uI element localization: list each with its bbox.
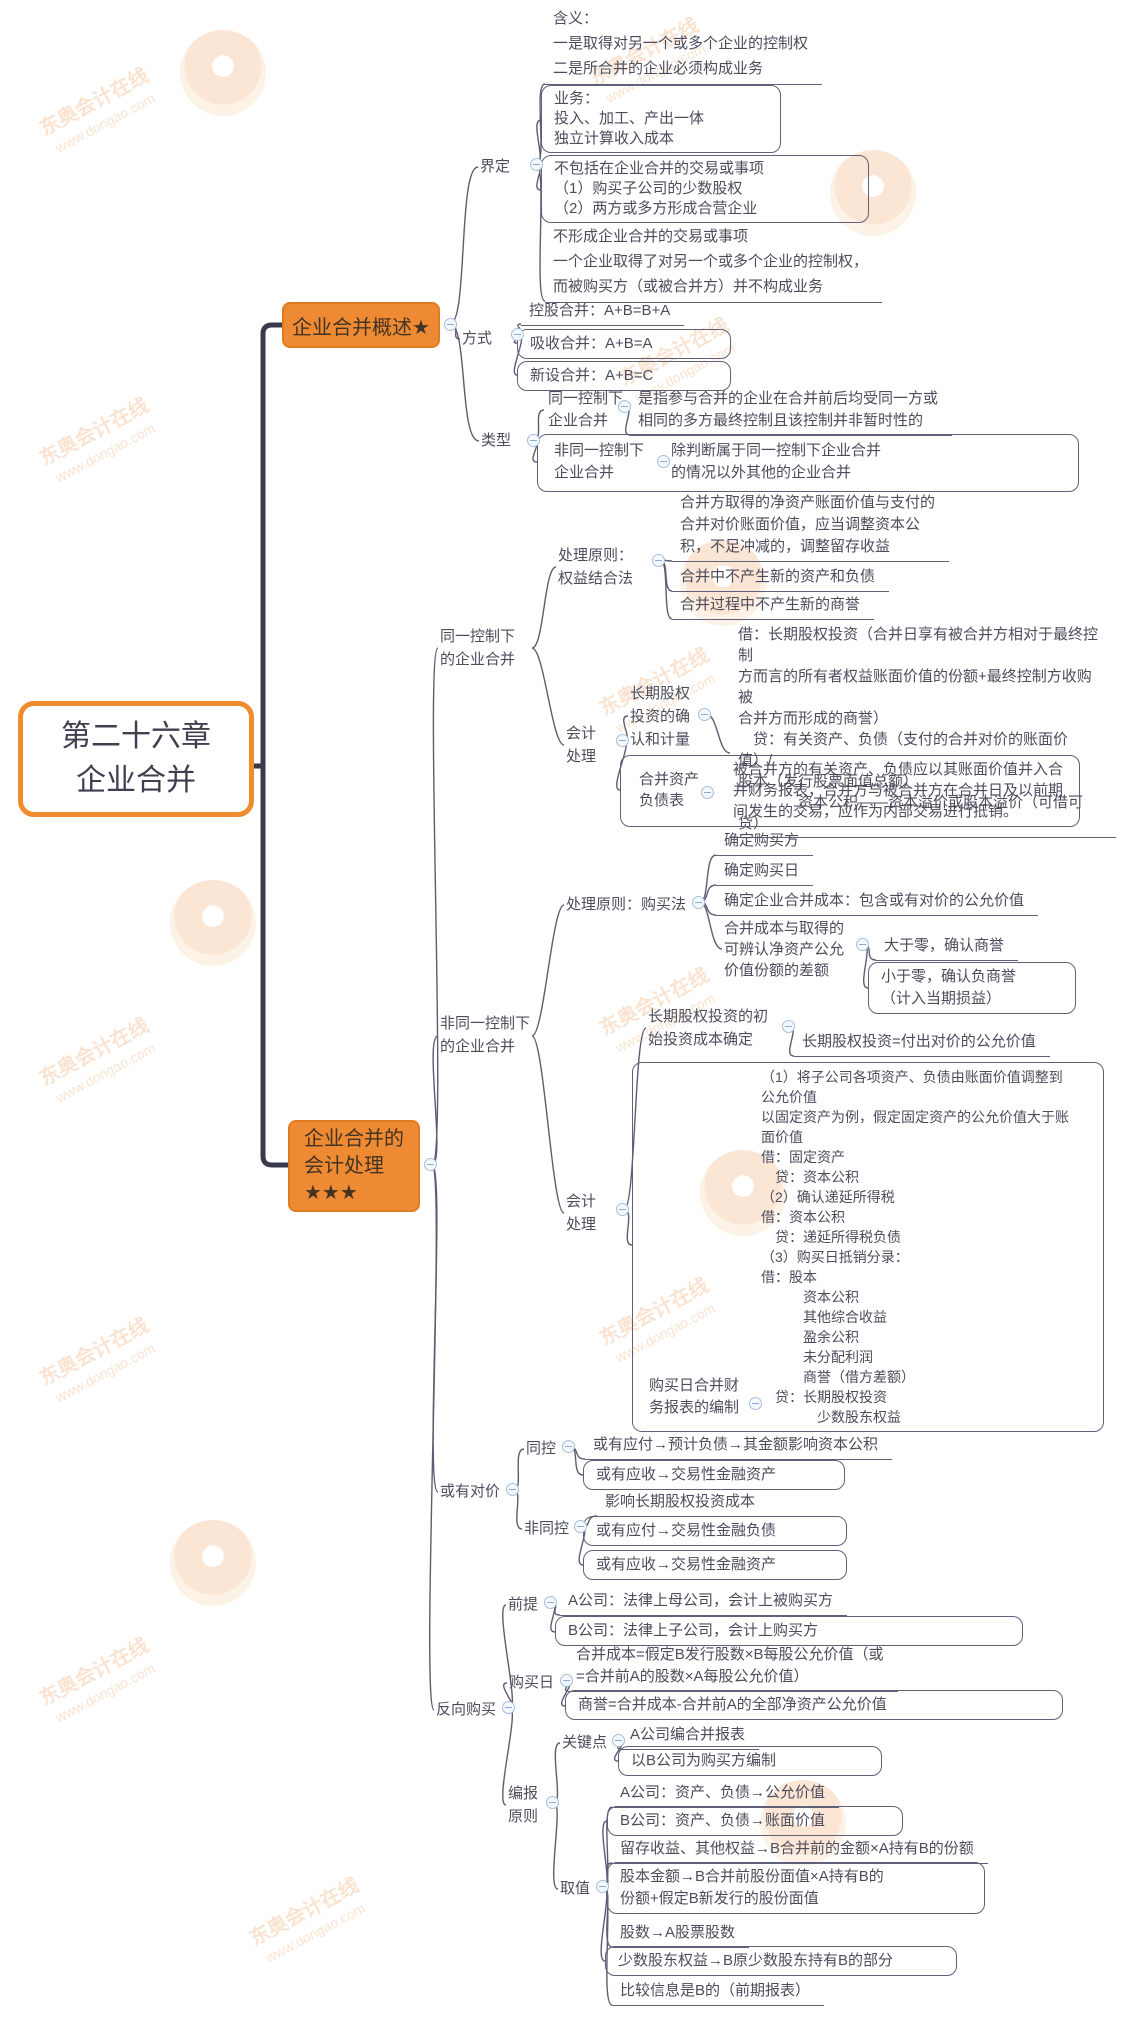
branch-overview-node[interactable]: 企业合并概述★ (282, 302, 440, 348)
topic-diff-accounting[interactable]: 会计 处理 (566, 1193, 597, 1233)
topic-meaning[interactable]: 含义： 一是取得对另一个或多个企业的控制权 二是所合并的企业必须构成业务 (545, 6, 823, 85)
topic-same-control-type-desc[interactable]: 是指参与合并的企业在合并前后均受同一方或 相同的多方最终控制且该控制并非暂时性的 (630, 388, 953, 436)
topic-same-control-combination[interactable]: 同一控制下 的企业合并 (440, 628, 516, 668)
topic-identify-acquirer[interactable]: 确定购买方 (716, 830, 814, 856)
collapse-icon[interactable] (544, 1596, 557, 1609)
collapse-icon[interactable] (782, 1020, 795, 1033)
topic-acquisition-date-statements[interactable]: 购买日合并财 务报表的编制 (649, 1377, 740, 1416)
topic-excluded-transactions[interactable]: 不包括在企业合并的交易或事项 （1）购买子公司的少数股权 （2）两方或多方形成合… (541, 155, 869, 223)
collapse-icon[interactable] (749, 1397, 762, 1410)
topic-determine-combination-cost[interactable]: 确定企业合并成本：包含或有对价的公允价值 (716, 890, 1039, 916)
collapse-icon[interactable] (527, 434, 540, 447)
collapse-icon[interactable] (530, 158, 543, 171)
topic-contingent-same-control[interactable]: 同控 (526, 1440, 557, 1457)
collapse-icon[interactable] (618, 400, 631, 413)
topic-valuation-a[interactable]: A公司：资产、负债→公允价值 (612, 1782, 840, 1808)
topic-reverse-acquisition-date[interactable]: 购买日 (509, 1674, 555, 1691)
topic-reporting-key-points[interactable]: 关键点 (562, 1734, 608, 1751)
topic-valuation-share-capital[interactable]: 股本金额→B合并前股份面值×A持有B的 份额+假定B新发行的股份面值 (607, 1862, 985, 1914)
topic-valuation-minority-interest[interactable]: 少数股东权益→B原少数股东持有B的部分 (605, 1946, 957, 1976)
topic-valuation-retained-earnings[interactable]: 留存收益、其他权益→B合并前的金额×A持有B的份额 (612, 1838, 988, 1864)
topic-same-control-type[interactable]: 同一控制下 企业合并 (548, 390, 624, 429)
topic-same-accounting[interactable]: 会计 处理 (566, 725, 597, 765)
collapse-icon[interactable] (612, 1734, 625, 1747)
topic-contingent-consideration[interactable]: 或有对价 (440, 1483, 501, 1500)
topic-goodwill-negative[interactable]: 小于零，确认负商誉 （计入当期损益） (868, 962, 1076, 1014)
topic-reverse-premise-b[interactable]: B公司：法律上子公司，会计上购买方 (555, 1616, 1023, 1646)
topic-definition[interactable]: 界定 (480, 158, 511, 175)
topic-non-same-control-type-group[interactable]: 非同一控制下 企业合并 除判断属于同一控制下企业合并 的情况以外其他的企业合并 (537, 434, 1079, 492)
topic-contingent-receivable-same[interactable]: 或有应收→交易性金融资产 (583, 1460, 845, 1490)
topic-key-point-1[interactable]: A公司编合并报表 (622, 1724, 760, 1750)
topic-cost-vs-net-assets-difference[interactable]: 合并成本与取得的 可辨认净资产公允 价值份额的差额 (724, 920, 845, 979)
topic-reverse-premise-a[interactable]: A公司：法律上母公司，会计上被购买方 (560, 1590, 848, 1616)
topic-reverse-combination-cost[interactable]: 合并成本=假定B发行股数×B每股公允价值（或 =合并前A的股数×A每股公允价值） (568, 1644, 898, 1692)
topic-contingent-receivable-diff[interactable]: 或有应收→交易性金融资产 (583, 1550, 847, 1580)
topic-acquisition-date-statements-group[interactable]: （1）将子公司各项资产、负债由账面价值调整到 公允价值 以固定资产为例，假定固定… (632, 1062, 1104, 1432)
topic-purchase-method-principle[interactable]: 处理原则：购买法 (566, 896, 687, 913)
collapse-icon[interactable] (511, 328, 524, 341)
collapse-icon[interactable] (546, 1796, 559, 1809)
topic-contingent-non-same-control[interactable]: 非同控 (524, 1520, 570, 1537)
collapse-icon[interactable] (856, 938, 869, 951)
collapse-icon[interactable] (502, 1701, 515, 1714)
collapse-icon[interactable] (616, 734, 629, 747)
topic-valuation-comparatives[interactable]: 比较信息是B的（前期报表） (612, 1980, 825, 2006)
collapse-icon[interactable] (562, 1440, 575, 1453)
branch-accounting-node[interactable]: 企业合并的 会计处理 ★★★ (288, 1120, 420, 1212)
topic-valuation[interactable]: 取值 (560, 1880, 591, 1897)
collapse-icon[interactable] (574, 1520, 587, 1533)
collapse-icon[interactable] (596, 1880, 609, 1893)
collapse-icon[interactable] (506, 1483, 519, 1496)
collapse-icon[interactable] (444, 318, 457, 331)
topic-valuation-b[interactable]: B公司：资产、负债→账面价值 (607, 1806, 903, 1836)
topic-reverse-acquisition[interactable]: 反向购买 (436, 1701, 497, 1718)
topic-initial-investment-cost[interactable]: 长期股权投资的初 始投资成本确定 (648, 1008, 769, 1048)
topic-initial-investment-cost-value[interactable]: 长期股权投资=付出对价的公允价值 (794, 1031, 1050, 1057)
collapse-icon[interactable] (698, 708, 711, 721)
topic-holding-merger[interactable]: 控股合并：A+B=B+A (521, 300, 685, 326)
topic-consolidated-balance-sheet-group[interactable]: 合并资产 负债表 被合并方的有关资产、负债应以其账面价值并入合 并财务报表，合并… (620, 755, 1080, 827)
topic-non-same-control-type[interactable]: 非同一控制下 企业合并 (554, 442, 645, 481)
topic-identify-acquisition-date[interactable]: 确定购买日 (716, 860, 814, 886)
collapse-icon[interactable] (424, 1158, 437, 1171)
topic-reporting-principle[interactable]: 编报 原则 (508, 1785, 539, 1825)
topic-pooling-rule-3[interactable]: 合并过程中不产生新的商誉 (672, 594, 875, 620)
collapse-icon[interactable] (560, 1674, 573, 1687)
topic-lt-equity-journal-entry[interactable]: 借：长期股权投资（合并日享有被合并方相对于最终控制 方而言的所有者权益账面价值的… (730, 624, 1116, 838)
topic-new-entity-merger[interactable]: 新设合并：A+B=C (517, 361, 731, 391)
collapse-icon[interactable] (701, 786, 714, 799)
topic-absorption-merger[interactable]: 吸收合并：A+B=A (517, 329, 731, 359)
collapse-icon[interactable] (616, 1203, 629, 1216)
topic-contingent-affects-cost[interactable]: 影响长期股权投资成本 (597, 1491, 770, 1517)
collapse-icon[interactable] (657, 455, 670, 468)
collapse-icon[interactable] (652, 554, 665, 567)
topic-not-a-combination[interactable]: 不形成企业合并的交易或事项 一个企业取得了对另一个或多个企业的控制权， 而被购买… (545, 224, 883, 303)
topic-consolidated-balance-sheet[interactable]: 合并资产 负债表 (639, 771, 700, 809)
topic-contingent-payable-same[interactable]: 或有应付→预计负债→其金额影响资本公积 (585, 1434, 893, 1460)
topic-key-point-2[interactable]: 以B公司为购买方编制 (618, 1746, 882, 1776)
topic-pooling-rule-2[interactable]: 合并中不产生新的资产和负债 (672, 566, 890, 592)
topic-reverse-goodwill[interactable]: 商誉=合并成本-合并前A的全部净资产公允价值 (565, 1690, 1063, 1720)
topic-non-same-control-type-desc[interactable]: 除判断属于同一控制下企业合并 的情况以外其他的企业合并 (671, 442, 882, 481)
topic-method[interactable]: 方式 (462, 330, 493, 347)
topic-contingent-payable-diff[interactable]: 或有应付→交易性金融负债 (583, 1516, 847, 1546)
topic-pooling-rule-1[interactable]: 合并方取得的净资产账面价值与支付的 合并对价账面价值，应当调整资本公 积，不足冲… (672, 492, 950, 562)
topic-acquisition-date-journal-entries[interactable]: （1）将子公司各项资产、负债由账面价值调整到 公允价值 以固定资产为例，假定固定… (761, 1069, 1069, 1425)
topic-type[interactable]: 类型 (481, 432, 512, 449)
topic-consolidated-balance-sheet-desc[interactable]: 被合并方的有关资产、负债应以其账面价值并入合 并财务报表，合并方与被合并方在合并… (733, 761, 1064, 820)
root-node[interactable]: 第二十六章 企业合并 (18, 701, 254, 817)
topic-pooling-principle[interactable]: 处理原则： 权益结合法 (558, 547, 634, 587)
topic-valuation-share-count[interactable]: 股数→A股票股数 (612, 1922, 750, 1948)
topic-goodwill-positive[interactable]: 大于零，确认商誉 (876, 935, 1019, 961)
topic-non-same-control-combination[interactable]: 非同一控制下 的企业合并 (440, 1015, 531, 1055)
topic-business[interactable]: 业务： 投入、加工、产出一体 独立计算收入成本 (541, 85, 781, 153)
topic-lt-equity-recognition[interactable]: 长期股权 投资的确 认和计量 (630, 685, 691, 748)
collapse-icon[interactable] (692, 896, 705, 909)
topic-reverse-premise[interactable]: 前提 (508, 1596, 539, 1613)
